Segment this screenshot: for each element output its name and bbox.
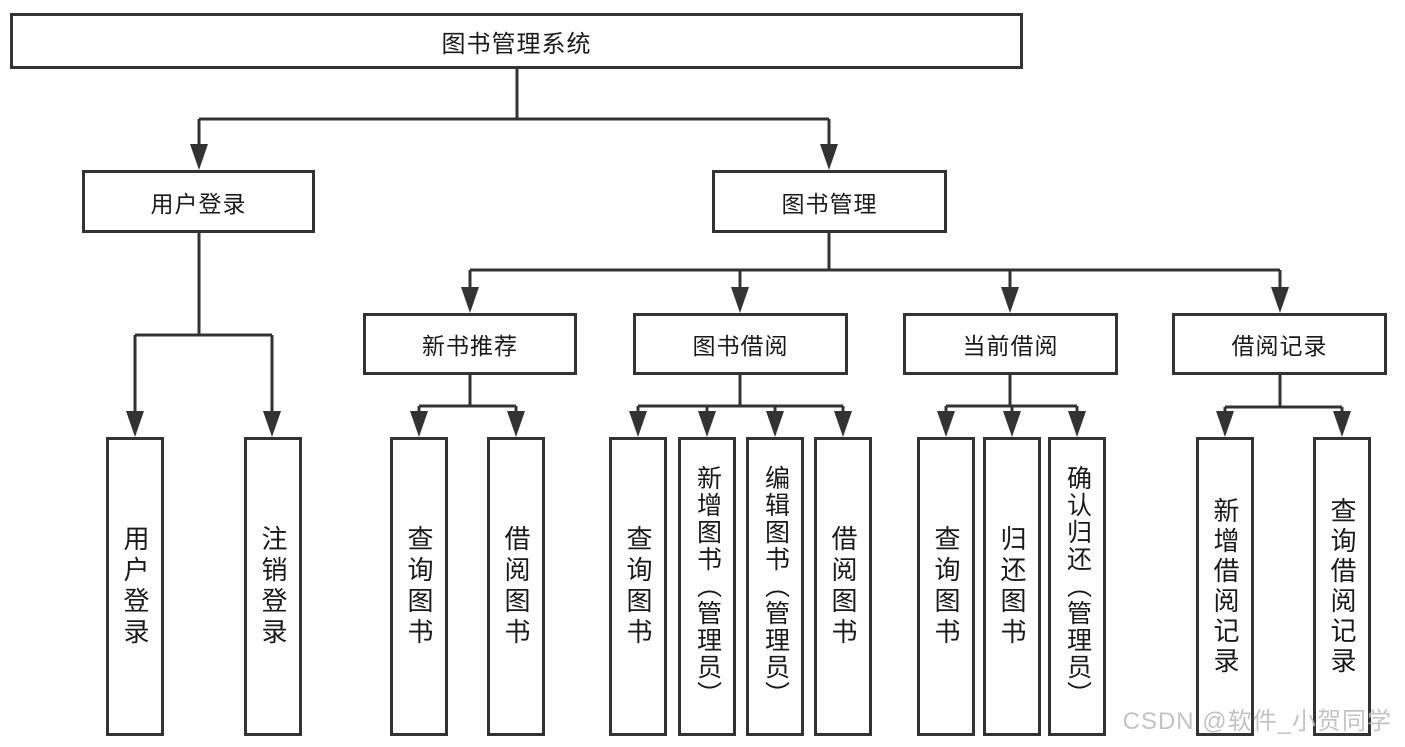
leaf-logout: 注销登录 xyxy=(244,437,302,736)
leaf-br-add-record: 新增借阅记录 xyxy=(1196,437,1254,736)
node-root-label: 图书管理系统 xyxy=(441,30,592,58)
leaf-br-query-record-label: 查询借阅记录 xyxy=(1327,496,1357,677)
leaf-user-login: 用户登录 xyxy=(106,437,164,736)
node-borrow-records-label: 借阅记录 xyxy=(1231,333,1328,359)
leaf-nbr-borrow-books: 借阅图书 xyxy=(487,437,545,736)
leaf-bb-borrow-books: 借阅图书 xyxy=(814,437,872,736)
node-root: 图书管理系统 xyxy=(10,13,1023,69)
leaf-cb-return-books: 归还图书 xyxy=(983,437,1041,736)
leaf-br-query-record: 查询借阅记录 xyxy=(1313,437,1371,736)
leaf-cb-confirm-return-admin-label: 确认归还（管理员） xyxy=(1063,465,1092,708)
leaf-bb-edit-book-admin-label: 编辑图书（管理员） xyxy=(761,465,790,708)
leaf-cb-confirm-return-admin: 确认归还（管理员） xyxy=(1048,437,1106,736)
leaf-br-add-record-label: 新增借阅记录 xyxy=(1210,496,1240,677)
node-borrow-records: 借阅记录 xyxy=(1172,313,1387,375)
leaf-bb-add-book-admin: 新增图书（管理员） xyxy=(678,437,736,736)
node-new-book-rec-label: 新书推荐 xyxy=(422,333,518,359)
watermark: CSDN @软件_小贺同学 xyxy=(1122,708,1392,735)
leaf-cb-query-books: 查询图书 xyxy=(917,437,975,736)
arrowheads xyxy=(126,144,1351,437)
leaf-bb-query-books: 查询图书 xyxy=(609,437,667,736)
leaf-bb-borrow-books-label: 借阅图书 xyxy=(828,524,858,649)
node-book-borrow: 图书借阅 xyxy=(633,313,848,375)
leaf-nbr-query-books-label: 查询图书 xyxy=(404,524,434,649)
leaf-bb-query-books-label: 查询图书 xyxy=(623,524,653,649)
leaf-bb-edit-book-admin: 编辑图书（管理员） xyxy=(746,437,804,736)
node-book-borrow-label: 图书借阅 xyxy=(692,333,789,359)
node-current-borrow: 当前借阅 xyxy=(903,313,1118,375)
node-new-book-rec: 新书推荐 xyxy=(363,313,577,375)
node-user-login-label: 用户登录 xyxy=(150,190,247,217)
leaf-user-login-label: 用户登录 xyxy=(120,524,150,649)
leaf-cb-return-books-label: 归还图书 xyxy=(997,524,1027,649)
node-current-borrow-label: 当前借阅 xyxy=(962,333,1059,359)
node-user-login: 用户登录 xyxy=(82,170,315,233)
leaf-nbr-borrow-books-label: 借阅图书 xyxy=(501,524,531,649)
node-book-mgmt: 图书管理 xyxy=(712,170,947,233)
leaf-nbr-query-books: 查询图书 xyxy=(390,437,448,736)
leaf-cb-query-books-label: 查询图书 xyxy=(931,524,961,649)
leaf-logout-label: 注销登录 xyxy=(258,524,288,649)
node-book-mgmt-label: 图书管理 xyxy=(781,190,878,217)
leaf-bb-add-book-admin-label: 新增图书（管理员） xyxy=(693,465,722,708)
